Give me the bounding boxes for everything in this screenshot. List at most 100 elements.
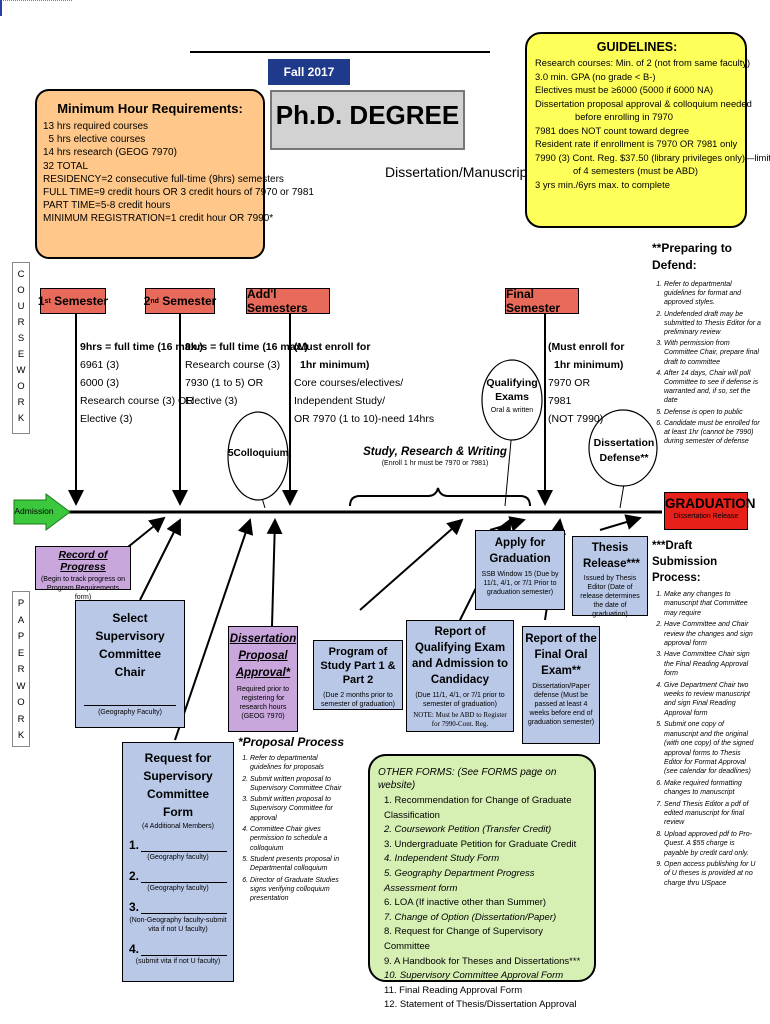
sem-line: (NOT 7990) <box>548 413 604 425</box>
term-label: Fall 2017 <box>283 65 335 79</box>
form-item[interactable]: 7. Change of Option (Dissertation/Paper) <box>384 911 557 923</box>
sem-line: 9hrs = full time (16 max.) <box>80 341 203 353</box>
draft-item: Make any changes to manuscript that Comm… <box>664 590 760 618</box>
preparing-item: Defense is open to public <box>664 408 762 417</box>
min-hours-line: PART TIME=5-8 credit hours <box>43 200 171 212</box>
proposal-step: Student presents proposal in Departmenta… <box>250 855 350 874</box>
form-item[interactable]: 5. Geography Department Progress Assessm… <box>384 867 535 894</box>
draft-item: Upload approved pdf to Pro-Quest. A $55 … <box>664 830 760 858</box>
record-of-progress: Record of Progress (Begin to track progr… <box>35 546 131 601</box>
form-item[interactable]: 3. Undergraduate Petition for Graduate C… <box>384 838 577 850</box>
graduation-title: GRADUATION <box>665 496 756 511</box>
min-hours-line: 13 hrs required courses <box>43 121 149 132</box>
sem-line: 1hr minimum) <box>300 359 370 371</box>
thesis-release-note: Issued by Thesis Editor (Date of release… <box>580 575 640 618</box>
qual-report-note2: NOTE: Must be ABD to Register for 7990-C… <box>413 711 507 728</box>
form-item[interactable]: 11. Final Reading Approval Form <box>384 984 523 996</box>
slot-note: (Non-Geography faculty-submit vita if no… <box>129 917 227 933</box>
guideline-line: of 4 semesters (must be ABD) <box>573 165 699 176</box>
preparing-item: With permission from Committee Chair, pr… <box>664 339 762 367</box>
min-hours-panel: Minimum Hour Requirements: 13 hrs requir… <box>35 89 314 259</box>
sem-line: Research course (3) <box>185 359 281 371</box>
draft-item: Have Committee and Chair review the chan… <box>664 620 760 648</box>
slot-note: (Geography faculty) <box>147 885 209 892</box>
sem-line: 6000 (3) <box>80 377 120 389</box>
program-note: (Due 2 months prior to semester of gradu… <box>321 692 395 708</box>
min-hours-line: RESIDENCY=2 consecutive full-time (9hrs)… <box>43 173 284 185</box>
qual-report-note: (Due 11/1, 4/1, or 7/1 prior to semester… <box>415 692 505 708</box>
form-item[interactable]: 8. Request for Change of Supervisory Com… <box>384 926 543 952</box>
other-forms-panel: OTHER FORMS: (See FORMS page on website)… <box>368 754 596 1010</box>
apply-note: SSB Window 15 (Due by 11/1, 4/1, or 7/1 … <box>481 571 559 596</box>
supervisory-title: Select Supervisory Committee Chair <box>95 611 165 679</box>
letter: O <box>17 285 25 296</box>
sem-line: (Must enroll for <box>548 341 625 353</box>
qualifying-report: Report of Qualifying Exam and Admission … <box>406 620 514 732</box>
form-item[interactable]: 9. A Handbook for Theses and Dissertatio… <box>384 955 581 967</box>
guideline-line: Dissertation proposal approval & colloqu… <box>535 97 752 109</box>
member-slot-2[interactable] <box>141 870 227 883</box>
letter: U <box>17 301 25 312</box>
final-semester-courses: (Must enroll for 1hr minimum) 7970 OR 79… <box>548 338 624 428</box>
guidelines-title: GUIDELINES: <box>596 40 678 54</box>
sem-line: 7970 OR <box>548 377 591 389</box>
request-title: Request for Supervisory Committee Form <box>143 751 213 819</box>
draft-item: Submit one copy of manuscript and the or… <box>664 720 760 776</box>
min-hours-line: MINIMUM REGISTRATION=1 credit hour OR 79… <box>43 213 274 225</box>
proposal-step: Submit written proposal to Supervisory C… <box>250 775 350 794</box>
letter: O <box>17 697 25 708</box>
qual-report-title: Report of Qualifying Exam and Admission … <box>411 626 509 686</box>
draft-item: Send Thesis Editor a pdf of edited manus… <box>664 800 760 828</box>
request-note: (4 Additional Members) <box>142 823 214 830</box>
form-item[interactable]: 6. LOA (If inactive other than Summer) <box>384 897 547 909</box>
admission-label: Admission <box>14 506 54 516</box>
letter: W <box>16 680 26 692</box>
header-line <box>190 51 490 53</box>
sem-line: Elective (3) <box>80 413 133 425</box>
form-item[interactable]: 10. Supervisory Committee Approval Form <box>384 970 564 982</box>
form-item[interactable]: 1. Recommendation for Change of Graduate… <box>384 795 572 821</box>
draft-title: ***Draft Submission Process: <box>652 540 718 584</box>
preparing-item: After 14 days, Chair will poll Committee… <box>664 369 762 406</box>
guideline-line: 7990 (3) Cont. Reg. $37.50 (library priv… <box>535 151 770 163</box>
proposal-approval: Dissertation Proposal Approval* Required… <box>228 626 298 732</box>
letter: K <box>17 730 25 741</box>
addl-semester-courses: (Must enroll for 1hr minimum) Core cours… <box>294 338 434 428</box>
qualifying-note: Oral & written <box>490 407 534 414</box>
guideline-line: 3.0 min. GPA (no grade < B-) <box>535 70 656 82</box>
draft-submission-panel: ***Draft Submission Process: Make any ch… <box>652 538 760 890</box>
member-slot-1[interactable] <box>141 839 227 852</box>
min-hours-line: 5 hrs elective courses <box>43 134 146 146</box>
qualifying-exams: Qualifying Exams Oral & written <box>484 376 540 415</box>
slot-number: 2. <box>129 869 140 883</box>
form-item[interactable]: 12. Statement of Thesis/Dissertation App… <box>384 999 577 1011</box>
proposal-step: Director of Graduate Studies signs verif… <box>250 876 350 904</box>
member-slot-4[interactable] <box>141 943 227 956</box>
record-title: Record of Progress <box>58 549 108 573</box>
letter: K <box>17 413 25 424</box>
graduation-box: GRADUATION Dissertation Release <box>664 492 756 530</box>
proposal-step: Refer to departmental guidelines for pro… <box>250 754 350 773</box>
draft-item: Give Department Chair two weeks to revie… <box>664 681 760 719</box>
supervisory-note: (Geography Faculty) <box>98 709 162 716</box>
paperwork-label: P A P E R W O R K <box>12 591 30 747</box>
final-oral-report: Report of the Final Oral Exam** Disserta… <box>522 626 600 744</box>
draft-item: Open access publishing for U of U theses… <box>664 860 760 888</box>
draft-item: Make required formatting changes to manu… <box>664 779 760 798</box>
letter: C <box>17 269 25 280</box>
slot-note: (Geography faculty) <box>147 854 209 861</box>
select-supervisory-chair: Select Supervisory Committee Chair (Geog… <box>75 600 185 728</box>
form-item[interactable]: 2. Coursework Petition (Transfer Credit) <box>384 824 552 836</box>
proposal-step: Submit written proposal to Supervisory C… <box>250 795 350 823</box>
letter: R <box>17 397 25 408</box>
member-slot-3[interactable] <box>141 901 227 914</box>
preparing-item: Candidate must be enrolled for at least … <box>664 419 762 447</box>
page-subtitle: Dissertation/Manuscript <box>385 164 532 180</box>
corner-mark <box>0 0 72 3</box>
guideline-line: 3 yrs min./6yrs max. to complete <box>535 178 670 190</box>
form-item[interactable]: 4. Independent Study Form <box>384 853 500 865</box>
term-badge: Fall 2017 <box>268 59 350 85</box>
title-box <box>270 90 465 150</box>
qualifying-title: Qualifying Exams <box>486 377 538 403</box>
